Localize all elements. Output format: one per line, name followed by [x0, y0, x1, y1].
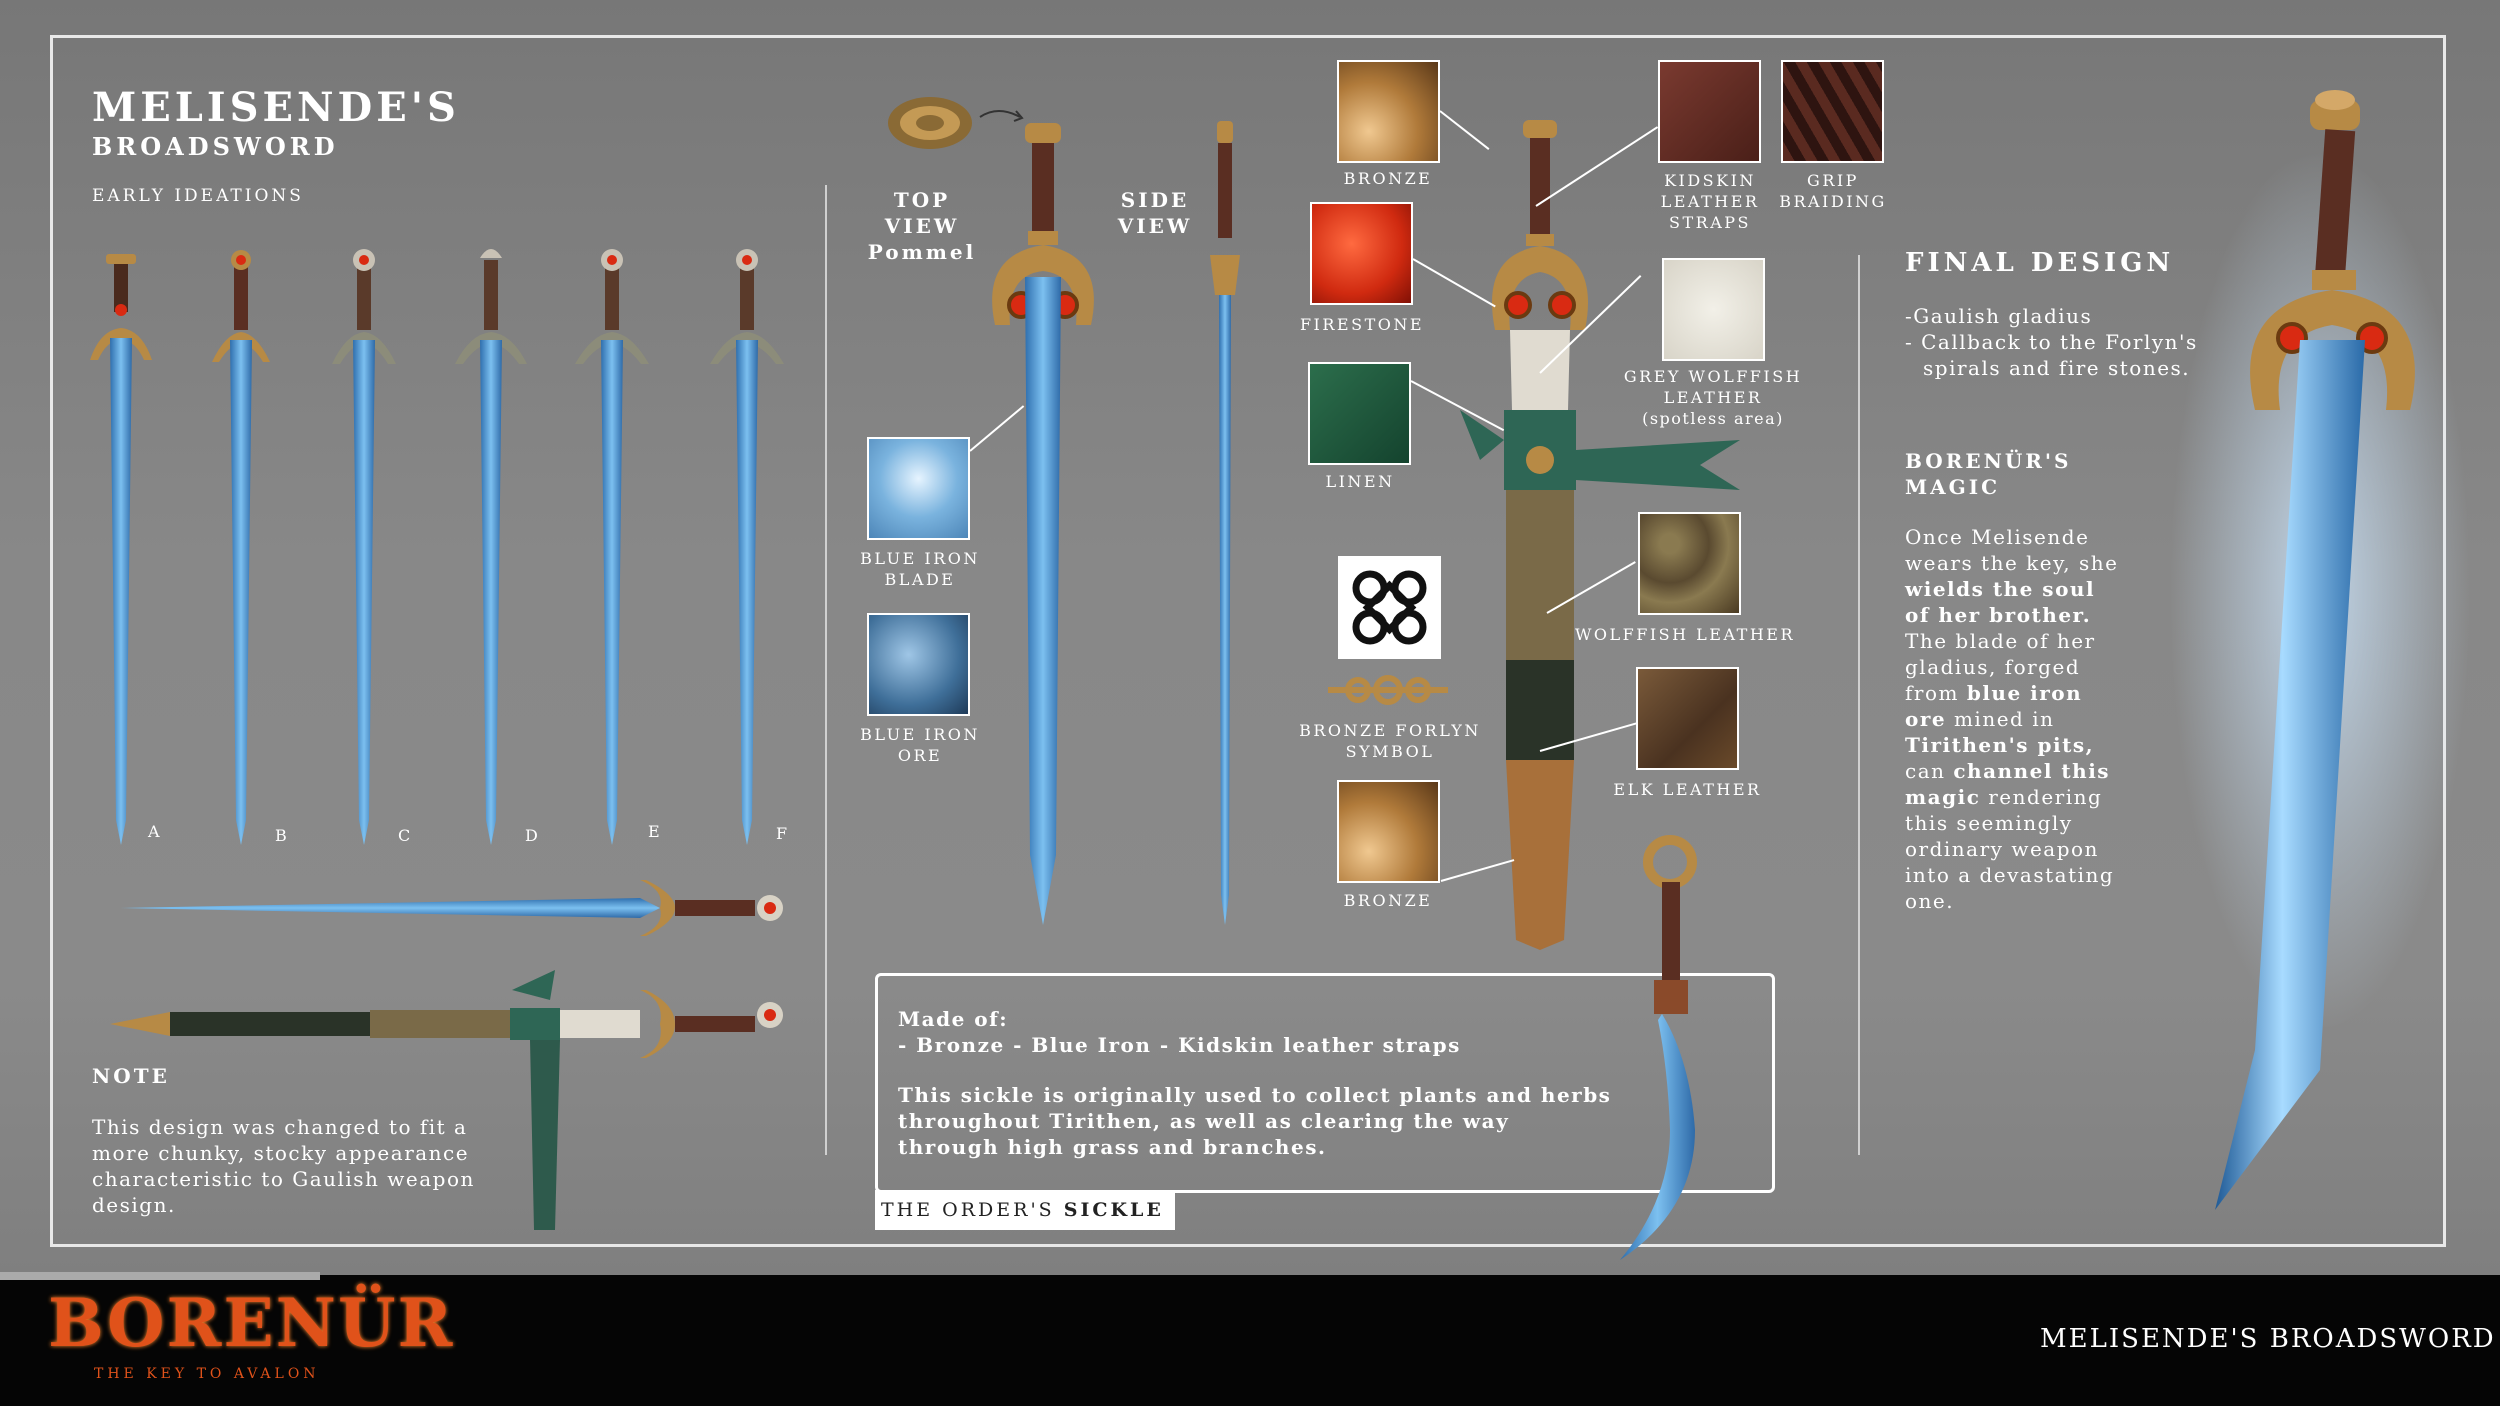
- magic-text-7: Tirithen's pits,: [1905, 733, 2095, 757]
- divider-left: [825, 185, 827, 1155]
- letter-f: F: [776, 824, 788, 843]
- top-view-label-line2: Pommel: [867, 240, 977, 264]
- bronze-top-label: BRONZE: [1343, 169, 1433, 188]
- final-bullet-2: - Callback to the Forlyn's spirals and f…: [1905, 330, 2198, 380]
- letter-e: E: [648, 822, 660, 841]
- linen-swatch: [1308, 362, 1411, 465]
- bronze-forlyn-symbol-render: [1328, 675, 1448, 705]
- forlyn-label: BRONZE FORLYN SYMBOL: [1299, 721, 1481, 761]
- horizontal-sheathed-sword: [110, 970, 783, 1230]
- page-title: MELISENDE'S: [92, 84, 460, 131]
- magic-text-4: The blade of her gladius, forged from: [1905, 629, 2096, 705]
- magic-text-3: wields the soul of her brother.: [1905, 577, 2096, 627]
- sword-e: [575, 249, 649, 845]
- bronze-top-swatch: [1337, 60, 1440, 163]
- grip-label: GRIP BRAIDING: [1779, 171, 1887, 211]
- magic-text-1: Once Melisende wears the key,: [1905, 525, 2090, 575]
- sword-side-view: [1210, 121, 1240, 925]
- magic-heading: BORENÜR'S MAGIC: [1905, 449, 2072, 499]
- top-view-label: TOP VIEW Pommel: [862, 187, 982, 265]
- magic-text-10: rendering this seemingly ordinary weapon…: [1905, 785, 2115, 913]
- magic-text-6: mined in: [1953, 707, 2055, 731]
- kidskin-swatch: [1658, 60, 1761, 163]
- sickle-made-of-label: Made of:: [898, 1007, 1009, 1031]
- sickle-description: This sickle is originally used to collec…: [898, 1083, 1612, 1159]
- letter-a: A: [148, 822, 160, 841]
- page-subtitle: BROADSWORD: [92, 132, 339, 161]
- sickle-tab-prefix: THE ORDER'S: [881, 1199, 1055, 1221]
- view-drawings: [888, 97, 1240, 925]
- horizontal-sword-studies: [110, 880, 783, 1230]
- side-view-label: SIDE VIEW: [1110, 187, 1200, 239]
- early-ideations-heading: EARLY IDEATIONS: [92, 186, 304, 206]
- elk-swatch: [1636, 667, 1739, 770]
- sword-a: [90, 254, 152, 845]
- firestone-label: FIRESTONE: [1299, 315, 1425, 334]
- game-logo: BORENÜR: [48, 1284, 455, 1362]
- divider-right: [1858, 255, 1860, 1155]
- wolffish-label: WOLFFISH LEATHER: [1574, 625, 1796, 644]
- sickle-tab-bold: SICKLE: [1063, 1199, 1164, 1221]
- pommel-top-view: [888, 97, 1024, 149]
- game-tagline: THE KEY TO AVALON: [94, 1366, 320, 1382]
- firestone-swatch: [1310, 202, 1413, 305]
- grey-wolffish-label-text: GREY WOLFFISH LEATHER: [1623, 367, 1803, 407]
- note-text: This design was changed to fit a more ch…: [92, 1115, 475, 1217]
- bronze-bottom-swatch: [1337, 780, 1440, 883]
- final-sword-render: [2170, 90, 2470, 1210]
- elk-label: ELK LEATHER: [1613, 780, 1762, 799]
- blue-iron-ore-swatch: [867, 613, 970, 716]
- letter-c: C: [398, 826, 411, 845]
- blue-iron-ore-label: BLUE IRON ORE: [860, 725, 980, 765]
- side-view-label-line2: VIEW: [1117, 214, 1193, 238]
- horizontal-sword: [120, 880, 783, 936]
- grey-wolffish-swatch: [1662, 258, 1765, 361]
- sickle-made-of: - Bronze - Blue Iron - Kidskin leather s…: [898, 1033, 1461, 1057]
- grey-wolffish-sublabel: (spotless area): [1642, 409, 1784, 428]
- magic-text: Once Melisende wears the key, she wields…: [1905, 524, 2120, 914]
- letter-d: D: [525, 826, 538, 845]
- sword-f: [710, 249, 784, 845]
- sickle-info-box: [875, 973, 1775, 1193]
- forlyn-symbol-swatch: [1338, 556, 1441, 659]
- forlyn-knot-icon: [1340, 558, 1439, 657]
- grip-swatch: [1781, 60, 1884, 163]
- note-heading: NOTE: [92, 1064, 170, 1088]
- linen-label: LINEN: [1325, 472, 1395, 491]
- top-view-label-line1: TOP VIEW: [884, 188, 960, 238]
- early-ideation-swords: [90, 249, 784, 845]
- magic-text-9: channel this magic: [1905, 759, 2111, 809]
- sword-d: [455, 249, 527, 845]
- side-view-label-line1: SIDE: [1120, 188, 1190, 212]
- wolffish-swatch: [1638, 512, 1741, 615]
- blue-iron-blade-swatch: [867, 437, 970, 540]
- magic-text-5: blue iron ore: [1905, 681, 2083, 731]
- magic-text-2: she: [2079, 551, 2119, 575]
- bronze-bottom-label: BRONZE: [1343, 891, 1433, 910]
- final-bullet-1: -Gaulish gladius: [1905, 304, 2093, 328]
- grey-wolffish-label: GREY WOLFFISH LEATHER (spotless area): [1600, 366, 1826, 429]
- footer-bar: [0, 1275, 2500, 1406]
- kidskin-label: KIDSKIN LEATHER STRAPS: [1660, 171, 1760, 232]
- sword-front-view: [992, 123, 1094, 925]
- sheathed-sword-render: [1460, 120, 1740, 950]
- footer-accent: [0, 1272, 320, 1280]
- blue-iron-blade-label: BLUE IRON BLADE: [860, 549, 980, 589]
- sickle-tab: THE ORDER'S SICKLE: [875, 1190, 1175, 1230]
- letter-b: B: [275, 826, 287, 845]
- footer-title: MELISENDE'S BROADSWORD: [2040, 1324, 2496, 1354]
- sword-c: [332, 249, 396, 845]
- sickle-render: [1620, 835, 1697, 1260]
- magic-text-8: can: [1905, 759, 1946, 783]
- sword-b: [212, 250, 270, 845]
- final-design-heading: FINAL DESIGN: [1905, 248, 2175, 278]
